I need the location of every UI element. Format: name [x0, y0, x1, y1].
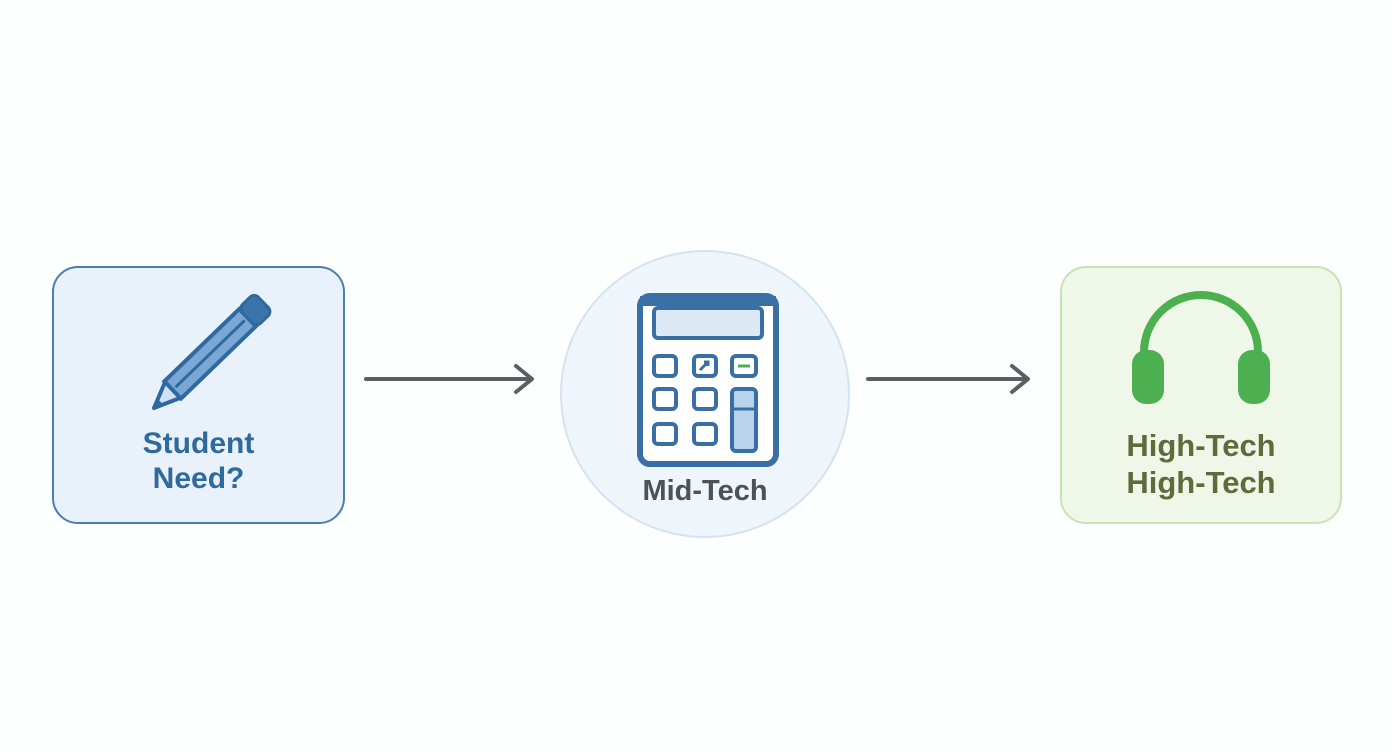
- calculator-icon: [637, 293, 779, 467]
- arrow-student-to-mid: [364, 364, 534, 394]
- mid-tech-node: Mid-Tech: [560, 250, 850, 538]
- pencil-icon: [152, 294, 272, 410]
- student-need-label-line1: Student: [142, 427, 255, 460]
- high-tech-label-line2: High-Tech: [1126, 464, 1276, 500]
- headphones-icon: [1132, 291, 1270, 404]
- student-need-label-line2: Need?: [152, 462, 245, 496]
- student-need-label: Student Need?: [54, 426, 343, 497]
- high-tech-label: High-Tech High-Tech: [1062, 428, 1340, 501]
- high-tech-node: High-Tech High-Tech: [1060, 266, 1342, 524]
- high-tech-label-line1: High-Tech: [1126, 428, 1276, 463]
- arrow-mid-to-high: [866, 364, 1030, 394]
- mid-tech-label: Mid-Tech: [642, 475, 768, 507]
- student-need-node: Student Need?: [52, 266, 345, 524]
